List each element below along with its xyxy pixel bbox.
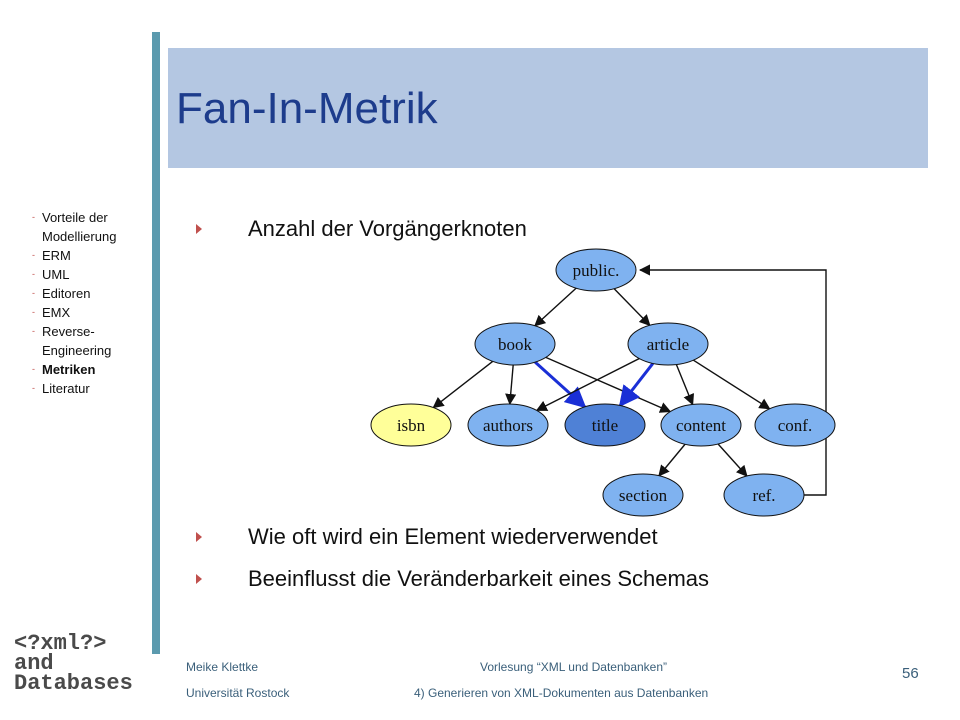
title-band — [168, 48, 928, 168]
edge-book-to-content — [545, 356, 672, 413]
node-ellipse — [555, 248, 637, 292]
slide-title: Fan-In-Metrik — [176, 84, 438, 133]
footer-author: Meike Klettke — [186, 660, 259, 674]
sidebar-item-label: Metriken — [42, 362, 96, 377]
bullet-text: Anzahl der Vorgängerknoten — [248, 216, 527, 241]
edge-article-to-content — [675, 364, 695, 406]
node-label: authors — [483, 416, 533, 435]
node-label: book — [498, 335, 533, 354]
node-label: title — [592, 416, 618, 435]
sidebar-item-label: Editoren — [42, 286, 91, 301]
sidebar-item[interactable]: -EMX — [30, 303, 150, 322]
dash-icon: - — [32, 288, 35, 298]
edge-article-to-authors — [535, 357, 640, 412]
node-title: title — [564, 403, 646, 447]
edge-public-to-book — [534, 287, 577, 327]
edge-book-to-authors — [505, 364, 517, 406]
dash-icon: - — [32, 326, 35, 336]
node-ellipse — [660, 403, 742, 447]
node-label: ref. — [752, 486, 775, 505]
node-book: book — [474, 322, 556, 366]
node-ref: ref. — [723, 473, 805, 517]
node-ellipse — [474, 322, 556, 366]
node-ellipse — [627, 322, 709, 366]
footer-chapter: 4) Generieren von XML-Dokumenten aus Dat… — [414, 686, 709, 700]
sidebar-item-label: EMX — [42, 305, 71, 320]
node-isbn: isbn — [370, 403, 452, 447]
footer-course: Vorlesung “XML und Datenbanken” — [480, 660, 668, 674]
sidebar-item[interactable]: -ERM — [30, 246, 150, 265]
edge-book-to-title — [534, 361, 587, 409]
node-article: article — [627, 322, 709, 366]
sidebar-item[interactable]: -Editoren — [30, 284, 150, 303]
edge-article-to-title — [618, 362, 655, 408]
edge-ref-to-public — [638, 264, 827, 496]
edge-content-to-ref — [717, 443, 748, 477]
bullet-3: Beeinflusst die Veränderbarkeit eines Sc… — [190, 566, 709, 592]
sidebar-item-label: Engineering — [42, 343, 112, 358]
edge-public-to-article — [613, 288, 651, 327]
bullet-arrow-icon — [196, 532, 202, 542]
node-ellipse — [467, 403, 549, 447]
edge-article-to-conf — [693, 359, 771, 410]
sidebar-item-label: Modellierung — [42, 229, 117, 244]
page-number: 56 — [902, 665, 919, 682]
node-label: content — [676, 416, 726, 435]
sidebar-item-label: ERM — [42, 248, 71, 263]
node-ellipse — [723, 473, 805, 517]
node-label: isbn — [397, 416, 426, 435]
dash-icon: - — [32, 212, 35, 222]
node-public: public. — [555, 248, 637, 292]
node-label: article — [647, 335, 689, 354]
bullet-1: Anzahl der Vorgängerknoten — [190, 216, 527, 242]
sidebar-item[interactable]: -UML — [30, 265, 150, 284]
edge-content-to-section — [658, 443, 686, 477]
node-label: public. — [573, 261, 620, 280]
dash-icon: - — [32, 250, 35, 260]
bullet-text: Wie oft wird ein Element wiederverwendet — [248, 524, 658, 549]
accent-bar — [152, 32, 160, 654]
bullet-arrow-icon — [196, 574, 202, 584]
node-ellipse — [564, 403, 646, 447]
edge-book-to-isbn — [432, 360, 494, 409]
sidebar-item[interactable]: -Literatur — [30, 379, 150, 398]
bullet-2: Wie oft wird ein Element wiederverwendet — [190, 524, 658, 550]
sidebar-item-label: Vorteile der — [42, 210, 108, 225]
dash-icon: - — [32, 364, 35, 374]
dash-icon: - — [32, 269, 35, 279]
node-authors: authors — [467, 403, 549, 447]
xml-databases-logo: <?xml?> and Databases — [14, 631, 133, 696]
sidebar-item[interactable]: -Metriken — [30, 360, 150, 379]
sidebar-item-label: Literatur — [42, 381, 90, 396]
bullet-text: Beeinflusst die Veränderbarkeit eines Sc… — [248, 566, 710, 591]
node-label: conf. — [778, 416, 812, 435]
sidebar-item-label: UML — [42, 267, 70, 282]
bullet-arrow-icon — [196, 224, 202, 234]
node-section: section — [602, 473, 684, 517]
node-ellipse — [370, 403, 452, 447]
dash-icon: - — [32, 383, 35, 393]
node-ellipse — [602, 473, 684, 517]
dash-icon: - — [32, 307, 35, 317]
sidebar-item-label: Reverse- — [42, 324, 95, 339]
node-content: content — [660, 403, 742, 447]
footer-university: Universität Rostock — [186, 686, 290, 700]
node-ellipse — [754, 403, 836, 447]
node-conf: conf. — [754, 403, 836, 447]
node-label: section — [619, 486, 668, 505]
sidebar-item[interactable]: -Reverse- Engineering — [30, 322, 150, 360]
